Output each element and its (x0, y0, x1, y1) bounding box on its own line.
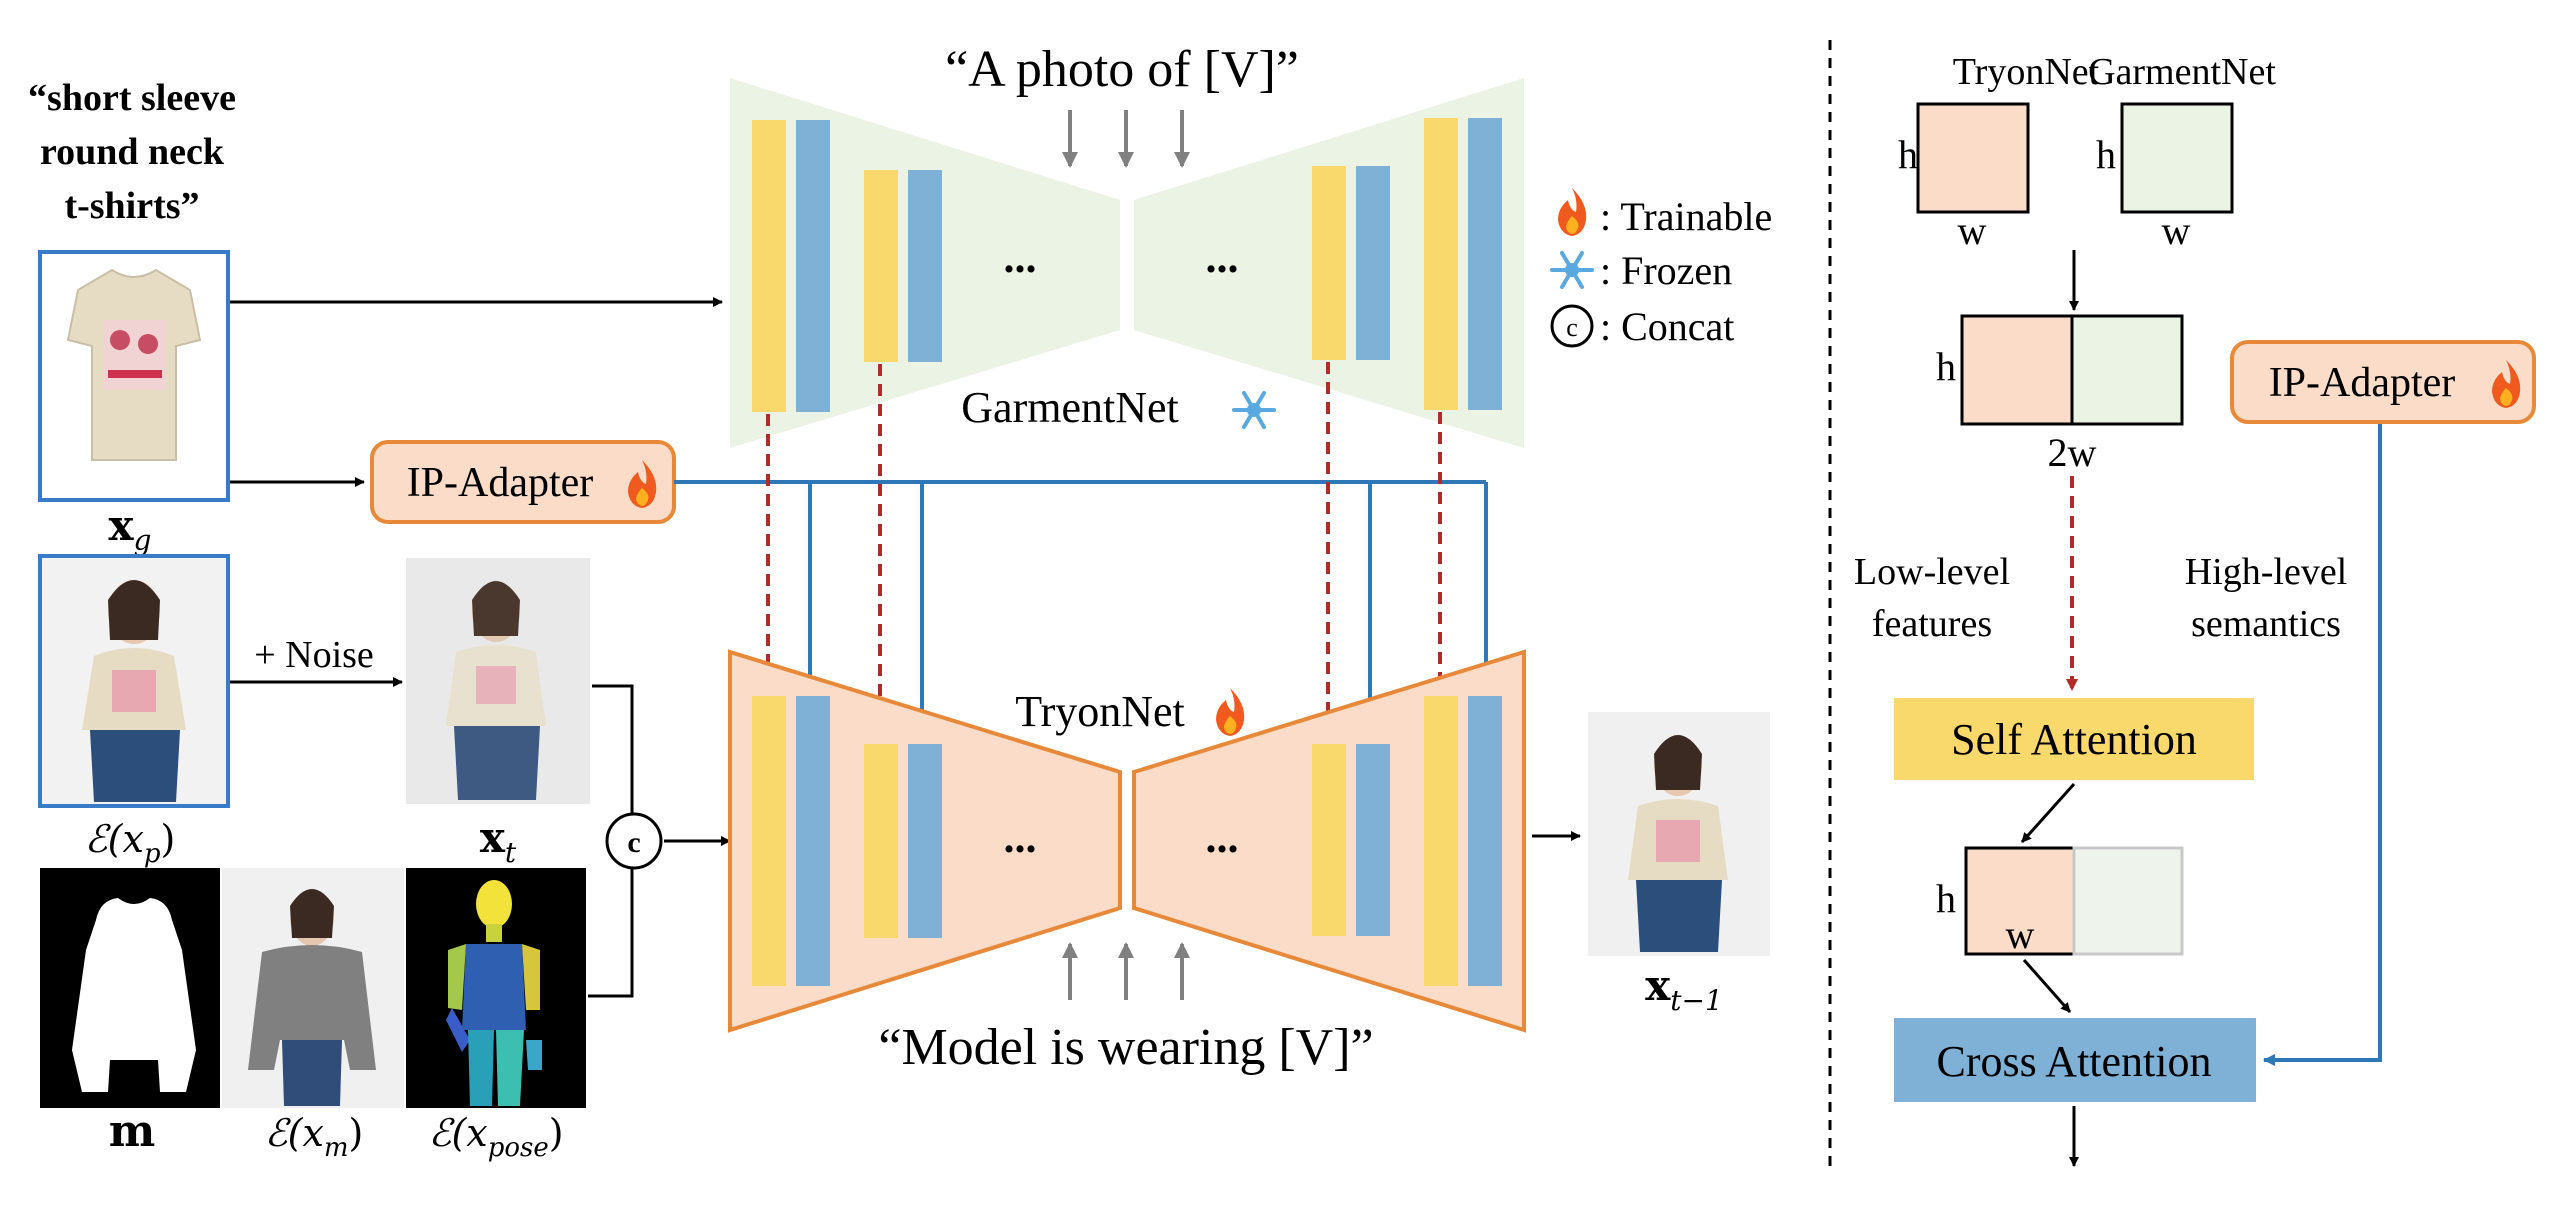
attention-detail-panel: TryonNet GarmentNet h w h w h 2w Low-lev… (1854, 51, 2536, 1167)
legend-fire-icon (1558, 188, 1587, 236)
noise-label: + Noise (254, 634, 374, 676)
self-attention-out-arrow (2020, 782, 2076, 844)
garmentnet-layer-5 (1312, 166, 1346, 360)
model-prompt-arrows (1062, 942, 1190, 1000)
split-feature-w: w (2006, 912, 2035, 957)
tryonnet-layer-1 (752, 696, 786, 986)
legend-concat-icon: c (1550, 304, 1594, 348)
m-label: m (109, 1106, 156, 1157)
fire-icon (628, 460, 657, 508)
self-attention-label: Self Attention (1951, 715, 2197, 764)
ipadapter-to-cross-attention-arrow (2263, 424, 2382, 1066)
tryonnet-layer-6 (1356, 744, 1390, 936)
garment-prompt: “A photo of [V]” (945, 41, 1299, 98)
garment-feature-w: w (2162, 208, 2191, 253)
legend-snowflake-icon (1550, 251, 1594, 289)
fire-icon (1216, 688, 1245, 736)
high-level-label-2: semantics (2191, 603, 2341, 645)
concat-feature-right (2070, 314, 2184, 426)
garment-feature-map (2120, 102, 2234, 214)
person-image (38, 554, 230, 808)
right-tryonnet-label: TryonNet (1953, 51, 2100, 93)
tryonnet-label: TryonNet (1015, 687, 1185, 736)
masked-person-image (222, 868, 404, 1108)
ip-adapter-box: IP-Adapter (370, 440, 676, 524)
cross-attention-box (1894, 1018, 2256, 1102)
svg-text:c: c (627, 826, 640, 859)
split-feature-h: h (1936, 876, 1956, 921)
right-ip-adapter-label: IP-Adapter (2269, 360, 2456, 406)
xt1-label: xt−1 (1645, 961, 1723, 1017)
garment-text-prompt: “short sleeve round neck t-shirts” (28, 77, 236, 227)
garmentnet-ellipsis-right: ... (1206, 233, 1239, 282)
legend-concat: : Concat (1600, 304, 1734, 349)
text-prompt-line-2: round neck (40, 131, 225, 173)
model-prompt: “Model is wearing [V]” (878, 1019, 1373, 1076)
concat-feature-2w: 2w (2048, 430, 2097, 475)
exp-label: ℰ(xp) (85, 817, 176, 869)
garmentnet-layer-8 (1468, 118, 1502, 410)
expose-label: ℰ(xpose) (428, 1111, 563, 1163)
xt-label: xt (480, 813, 517, 869)
concat-feature-left (1960, 314, 2074, 426)
tryonnet-ellipsis-left: ... (1004, 813, 1037, 862)
legend-frozen: : Frozen (1600, 248, 1732, 293)
garment-image (38, 250, 230, 502)
tryonnet-layer-3 (864, 744, 898, 938)
noisy-latent-image (406, 558, 590, 804)
low-level-label-2: features (1872, 603, 1992, 645)
garmentnet-to-tryonnet-arrows (762, 362, 1446, 741)
ipadapter-to-tryonnet-arrows (674, 480, 1492, 741)
legend: : Trainable : Frozen c : Concat (1550, 188, 1772, 349)
garment-feature-h: h (2096, 132, 2116, 177)
self-attention-box (1894, 698, 2254, 780)
garmentnet-block: ... ... GarmentNet (730, 78, 1524, 448)
concat-feature-h: h (1936, 344, 1956, 389)
garmentnet-layer-1 (752, 120, 786, 412)
text-prompt-line-3: t-shirts” (64, 185, 199, 227)
cross-attention-label: Cross Attention (1936, 1037, 2211, 1086)
tryonnet-layer-8 (1468, 696, 1502, 986)
tryon-feature-h: h (1898, 132, 1918, 177)
garmentnet-label: GarmentNet (961, 383, 1178, 432)
garmentnet-layer-7 (1424, 118, 1458, 410)
tryon-feature-w: w (1958, 208, 1987, 253)
garment-prompt-arrows (1062, 110, 1190, 168)
garmentnet-layer-6 (1356, 166, 1390, 360)
legend-trainable: : Trainable (1600, 194, 1772, 239)
xg-label: xg (109, 501, 152, 557)
tryonnet-layer-7 (1424, 696, 1458, 986)
garmentnet-ellipsis-left: ... (1004, 233, 1037, 282)
output-image (1588, 712, 1770, 956)
garmentnet-layer-3 (864, 170, 898, 362)
tryon-feature-map (1916, 102, 2030, 214)
tryonnet-layer-5 (1312, 744, 1346, 936)
garmentnet-layer-2 (796, 120, 830, 412)
tryonnet-layer-2 (796, 696, 830, 986)
tryonnet-block: ... ... TryonNet (728, 649, 1526, 1033)
high-level-label-1: High-level (2185, 551, 2348, 593)
densepose-image (406, 868, 586, 1108)
tryonnet-layer-4 (908, 744, 942, 938)
mask-image (40, 868, 220, 1108)
exm-label: ℰ(xm) (265, 1111, 364, 1163)
tryonnet-ellipsis-right: ... (1206, 813, 1239, 862)
garmentnet-layer-4 (908, 170, 942, 362)
right-fire-icon (2492, 360, 2521, 408)
right-garmentnet-label: GarmentNet (2088, 51, 2276, 93)
split-feature-right (2072, 846, 2184, 956)
low-level-label-1: Low-level (1854, 551, 2010, 593)
svg-text:c: c (1566, 313, 1578, 342)
to-cross-attention-arrow (2022, 959, 2072, 1013)
snowflake-icon (1232, 391, 1276, 429)
text-prompt-line-1: “short sleeve (28, 77, 236, 119)
concat-connectors (588, 684, 731, 998)
ip-adapter-label: IP-Adapter (407, 460, 594, 506)
right-ip-adapter-box (2230, 340, 2536, 424)
concat-node: c (605, 812, 663, 870)
